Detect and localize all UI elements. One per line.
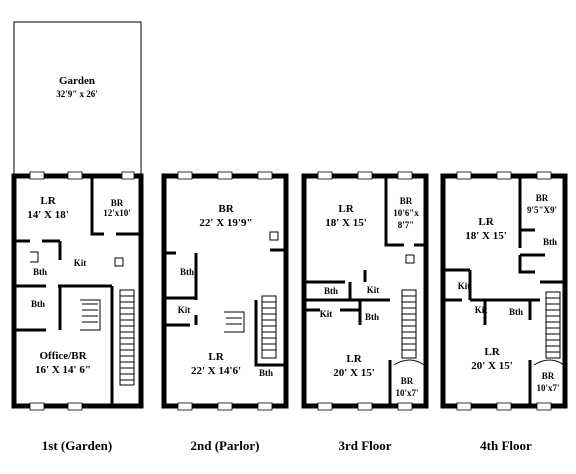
window bbox=[397, 402, 413, 411]
room-dimensions: 9'5"X9' bbox=[527, 205, 557, 215]
room-label: Bth bbox=[259, 368, 273, 378]
room-label: BR bbox=[218, 203, 234, 215]
room-label: BR bbox=[401, 376, 414, 386]
floor-4-caption: 4th Floor bbox=[480, 438, 532, 453]
room-label: LR bbox=[346, 353, 362, 365]
interior-wall bbox=[405, 254, 415, 264]
room-label: Bth bbox=[509, 307, 523, 317]
window bbox=[257, 171, 273, 180]
room-label: Office/BR bbox=[39, 350, 87, 362]
interior-wall bbox=[533, 359, 565, 366]
room-label: BR bbox=[536, 193, 549, 203]
room-label: BR bbox=[542, 371, 555, 381]
room-dimensions: 10'x7' bbox=[395, 388, 418, 398]
room-dimensions: 14' X 18' bbox=[27, 209, 69, 221]
room-dimensions: 8'7" bbox=[398, 220, 415, 230]
room-dimensions: 18' X 15' bbox=[325, 217, 367, 229]
garden-dimensions: 32'9" x 26' bbox=[56, 89, 98, 99]
window bbox=[317, 402, 333, 411]
garden-label: Garden bbox=[59, 75, 95, 87]
window bbox=[217, 402, 233, 411]
room-dimensions: 10'6"x bbox=[393, 208, 419, 218]
room-dimensions: 10'x7' bbox=[536, 383, 559, 393]
room-label: Bth bbox=[180, 267, 194, 277]
room-label: LR bbox=[338, 203, 354, 215]
window bbox=[496, 171, 512, 180]
window bbox=[496, 402, 512, 411]
room-dimensions: 22' X 19'9" bbox=[199, 217, 252, 229]
room-label: Bth bbox=[324, 286, 338, 296]
floor-2-caption: 2nd (Parlor) bbox=[190, 438, 260, 453]
room-label: Bth bbox=[31, 299, 45, 309]
room-dimensions: 22' X 14'6' bbox=[191, 365, 241, 377]
window bbox=[317, 171, 333, 180]
room-label: Bth bbox=[365, 312, 379, 322]
interior-wall bbox=[90, 176, 104, 236]
floor-1-caption: 1st (Garden) bbox=[41, 438, 113, 453]
room-label: LR bbox=[40, 195, 56, 207]
room-label: Kit bbox=[458, 281, 471, 291]
window bbox=[536, 171, 552, 180]
window bbox=[29, 171, 45, 180]
room-label: LR bbox=[478, 216, 494, 228]
room-label: Kit bbox=[475, 305, 488, 315]
room-label: Kit bbox=[367, 285, 380, 295]
floor-1-plan: Garden 32'9" x 26' LR 14' X 18' BR 12'x1… bbox=[11, 21, 144, 411]
floor-3-caption: 3rd Floor bbox=[338, 438, 392, 453]
window bbox=[257, 402, 273, 411]
interior-wall bbox=[80, 299, 101, 331]
window bbox=[536, 402, 552, 411]
room-label: LR bbox=[484, 346, 500, 358]
room-dimensions: 16' X 14' 6" bbox=[35, 364, 91, 376]
room-label: LR bbox=[208, 351, 224, 363]
window bbox=[121, 171, 135, 180]
interior-wall bbox=[30, 251, 39, 263]
floor-2-plan: BR 22' X 19'9" Bth Kit LR 22' X 14'6' Bt… bbox=[161, 171, 289, 411]
interior-wall bbox=[224, 311, 245, 333]
staircase bbox=[545, 291, 561, 359]
room-label: Kit bbox=[74, 258, 87, 268]
room-dimensions: 20' X 15' bbox=[471, 360, 513, 372]
interior-wall bbox=[114, 257, 124, 267]
window bbox=[29, 402, 45, 411]
floor-3-plan: LR 18' X 15' BR 10'6"x 8'7" Bth Kit Kit … bbox=[301, 171, 429, 411]
staircase bbox=[226, 295, 277, 359]
room-dimensions: 20' X 15' bbox=[333, 367, 375, 379]
room-label: Kit bbox=[178, 305, 191, 315]
room-dimensions: 12'x10' bbox=[103, 208, 131, 218]
window bbox=[456, 402, 472, 411]
room-label: BR bbox=[400, 196, 413, 206]
room-label: Kit bbox=[320, 309, 333, 319]
interior-wall bbox=[254, 300, 286, 367]
room-label: BR bbox=[111, 198, 124, 208]
interior-wall bbox=[384, 176, 404, 247]
window bbox=[217, 171, 233, 180]
room-label: Bth bbox=[33, 267, 47, 277]
window bbox=[67, 171, 83, 180]
window bbox=[177, 171, 193, 180]
window bbox=[67, 402, 83, 411]
room-dimensions: 18' X 15' bbox=[465, 230, 507, 242]
window bbox=[177, 402, 193, 411]
floor-4-plan: BR 9'5"X9' LR 18' X 15' Bth Kit Kit Bth … bbox=[440, 171, 568, 411]
staircase bbox=[82, 289, 135, 386]
interior-wall bbox=[518, 255, 535, 274]
window bbox=[397, 171, 413, 180]
window bbox=[357, 402, 373, 411]
room-label: Bth bbox=[543, 237, 557, 247]
interior-wall bbox=[393, 359, 425, 366]
interior-wall bbox=[269, 231, 279, 241]
window bbox=[456, 171, 472, 180]
window bbox=[357, 171, 373, 180]
staircase bbox=[401, 289, 417, 359]
